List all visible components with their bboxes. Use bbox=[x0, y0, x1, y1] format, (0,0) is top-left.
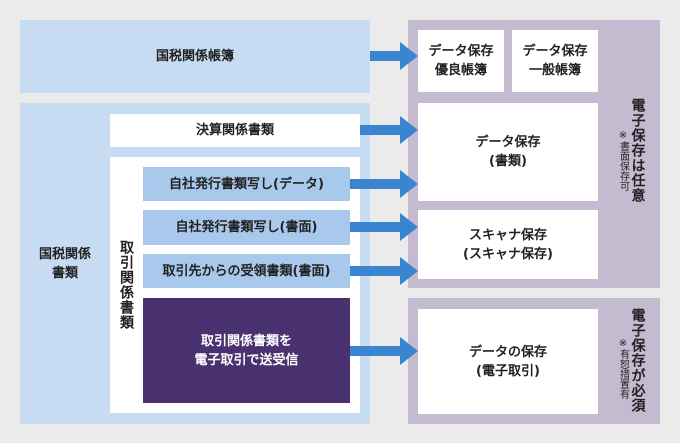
arrow-jisha-shomen bbox=[350, 213, 418, 241]
torihikisaki-label: 取引先からの受領書類(書面) bbox=[162, 263, 331, 279]
nin-i-label-wrap: 電子保存は任意 ※書面保存可 bbox=[610, 98, 652, 278]
arrow-jisha-data bbox=[350, 170, 418, 198]
yuryo-box: データ保存 優良帳簿 bbox=[418, 30, 504, 92]
scanner-box: スキャナ保存 (スキャナ保存) bbox=[418, 210, 598, 279]
hissu-label-wrap: 電子保存が必須 ※有恕措置有 bbox=[610, 308, 652, 418]
jisha-shomen-box: 自社発行書類写し(書面) bbox=[143, 210, 350, 245]
data-denshi-label: データの保存 (電子取引) bbox=[468, 344, 547, 379]
hissu-label: 電子保存が必須 bbox=[629, 308, 646, 413]
kokuzei-choubo-label: 国税関係帳簿 bbox=[155, 49, 234, 64]
arrow-choubo bbox=[370, 42, 418, 70]
kokuzei-shorui-label-wrap: 国税関係 書類 bbox=[20, 103, 110, 424]
kessan-shorui-label: 決算関係書類 bbox=[195, 123, 274, 138]
data-denshi-box: データの保存 (電子取引) bbox=[418, 309, 598, 414]
jisha-shomen-label: 自社発行書類写し(書面) bbox=[175, 220, 318, 235]
data-shorui-box: データ保存 (書類) bbox=[418, 103, 598, 201]
hissu-note: ※有恕措置有 bbox=[617, 338, 629, 399]
nin-i-note: ※書面保存可 bbox=[617, 130, 629, 191]
torihiki-shorui-label: 取引関係書類 bbox=[118, 240, 134, 330]
scanner-label: スキャナ保存 (スキャナ保存) bbox=[463, 227, 553, 262]
torihiki-shorui-label-wrap: 取引関係書類 bbox=[110, 157, 142, 413]
data-shorui-label: データ保存 (書類) bbox=[475, 135, 541, 169]
jisha-data-label: 自社発行書類写し(データ) bbox=[169, 176, 324, 192]
jisha-data-box: 自社発行書類写し(データ) bbox=[143, 167, 350, 201]
arrow-torihikisaki bbox=[350, 257, 418, 285]
kokuzei-shorui-label: 国税関係 書類 bbox=[38, 246, 91, 281]
arrow-kessan bbox=[360, 116, 418, 144]
ippan-box: データ保存 一般帳簿 bbox=[512, 30, 598, 92]
torihikisaki-box: 取引先からの受領書類(書面) bbox=[143, 254, 350, 288]
yuryo-label: データ保存 優良帳簿 bbox=[428, 44, 494, 78]
ippan-label: データ保存 一般帳簿 bbox=[522, 44, 588, 78]
denshi-torihiki-box: 取引関係書類を 電子取引で送受信 bbox=[143, 298, 350, 403]
denshi-torihiki-label: 取引関係書類を 電子取引で送受信 bbox=[194, 333, 299, 368]
nin-i-label: 電子保存は任意 bbox=[629, 98, 646, 203]
kokuzei-choubo-box: 国税関係帳簿 bbox=[20, 20, 370, 93]
arrow-denshi bbox=[350, 337, 418, 365]
kessan-shorui-box: 決算関係書類 bbox=[110, 114, 360, 147]
